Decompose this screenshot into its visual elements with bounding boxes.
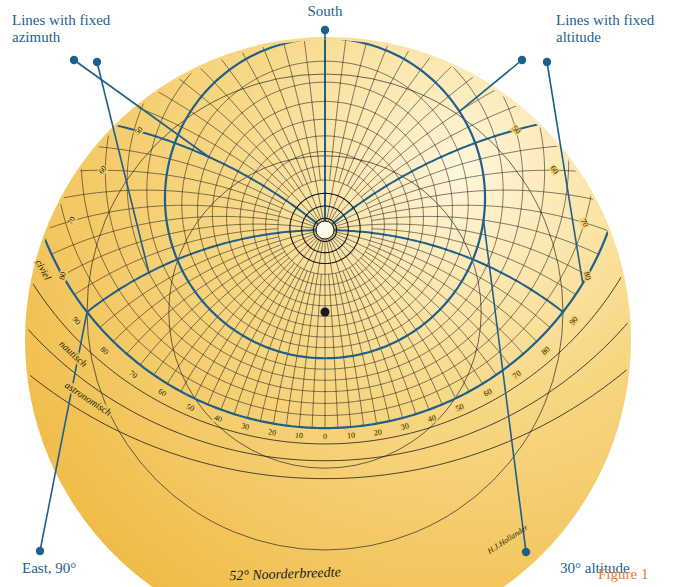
azimuth-line [327,237,376,424]
leader-dot [543,58,551,66]
azimuth-line [208,263,295,404]
azimuth-line [260,271,307,421]
azimuth-line [332,205,609,231]
leader-line [74,60,209,157]
leader-dot [522,548,530,556]
leader-dot [518,56,526,64]
azimuth-line [332,231,537,341]
azimuth-line [113,231,318,341]
azimuth-line [331,170,623,226]
altitude-line [105,0,544,392]
azimuth-line [330,235,455,399]
azimuth-line [154,252,285,375]
azimuth-line [271,0,320,180]
twilight-line [0,0,692,479]
azimuth-line [27,170,319,226]
azimuth-line [50,2,296,191]
azimuth-line [366,145,626,205]
leader-dot [321,26,329,34]
azimuth-line [299,237,324,427]
altitude-line [290,193,360,263]
pole-dot [321,308,330,317]
azimuth-line-blue [330,112,626,225]
scale-number: 20 [373,428,384,438]
scale-number: 80 [57,270,67,282]
azimuth-line [326,0,430,223]
azimuth-line [365,252,496,375]
leader-dot [93,58,101,66]
altitude-line [147,13,503,369]
azimuth-line [181,258,289,392]
azimuth-line [173,0,311,182]
scale-number: 20 [266,428,277,438]
altitude-line [182,61,468,347]
twilight-line [0,0,671,444]
azimuth-line [325,237,326,428]
azimuth-line [97,0,302,186]
altitude-line [127,0,523,380]
scale-number: 10 [293,431,304,440]
callout-label: East, 90° [22,560,76,577]
azimuth-line [326,237,351,427]
figure-caption: Figure 1 [598,566,648,583]
altitude-line [253,151,397,295]
callout-label: Lines with fixed azimuth [12,12,144,45]
scale-number: 80 [582,270,592,282]
altitude-line-blue [165,38,485,358]
azimuth-line [312,274,321,428]
leader-line [97,62,149,273]
altitude-line [313,218,336,241]
scale-number: 0 [322,433,328,441]
altitude-line [278,180,372,274]
azimuth-line [339,0,477,182]
altitude-line [266,166,385,285]
azimuth-line [63,224,319,275]
azimuth-line [329,0,580,224]
azimuth-line [194,235,319,399]
azimuth-line [355,263,442,404]
azimuth-line [167,234,319,384]
azimuth-line [221,235,321,409]
altitude-line [54,0,596,415]
altitude-line [81,0,568,403]
azimuth-line [343,271,390,421]
azimuth-line [329,274,338,428]
altitude-line [302,206,349,253]
leader-line [459,60,522,111]
altitude-line [198,82,453,337]
horizon-line [23,0,627,428]
azimuth-line [327,0,518,223]
altitude-line [240,136,410,306]
azimuth-line [132,0,323,223]
azimuth-line [328,236,402,418]
altitude-line [227,119,424,316]
azimuth-line [42,205,319,231]
azimuth-line [74,229,277,295]
leader-dot [70,56,78,64]
azimuth-line [370,190,617,212]
twilight-line [0,0,692,461]
azimuth-line [70,0,321,224]
altitude-line [212,101,437,326]
azimuth-line [27,77,289,197]
azimuth-line [52,216,279,254]
azimuth-line [347,0,552,186]
azimuth-line [220,0,324,223]
scale-number: 10 [346,431,357,440]
zenith-mark [316,221,334,239]
callout-label: Lines with fixed altitude [556,12,688,45]
leader-dot [36,547,44,555]
disc [25,37,631,587]
callout-label: South [307,3,342,20]
leader-line [547,62,583,283]
